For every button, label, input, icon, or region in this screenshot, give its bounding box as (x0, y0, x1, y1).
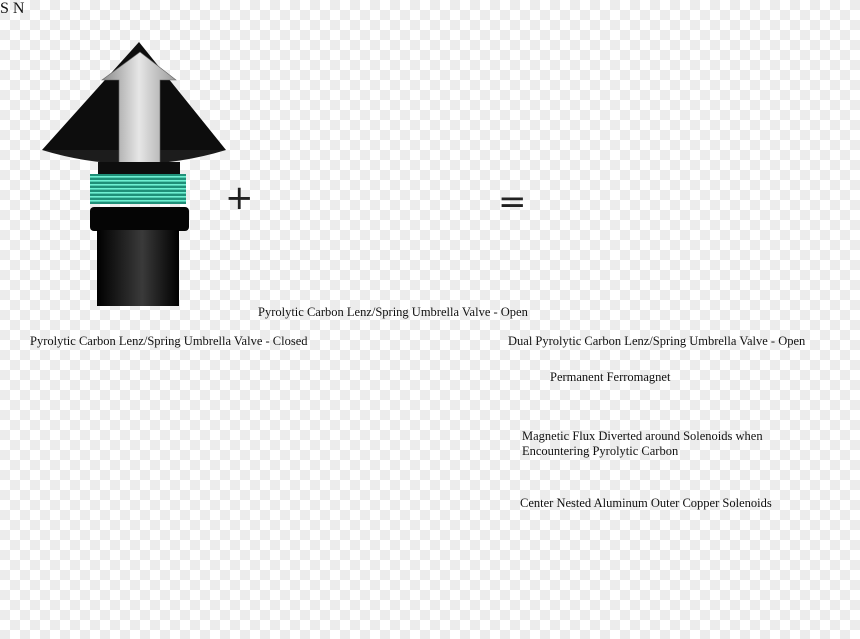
dual-valve-open-label: Dual Pyrolytic Carbon Lenz/Spring Umbrel… (508, 334, 806, 348)
flux-field-left: S N (0, 0, 24, 17)
solenoids-label: Center Nested Aluminum Outer Copper Sole… (520, 496, 772, 510)
permanent-ferromagnet-label: Permanent Ferromagnet (550, 370, 671, 384)
plus-symbol: + (225, 178, 254, 218)
spring-coil (90, 174, 186, 204)
pole-north-label: N (12, 0, 25, 17)
valve-closed-label: Pyrolytic Carbon Lenz/Spring Umbrella Va… (30, 334, 308, 348)
magnet-cylinder-illustration: S N (0, 0, 24, 17)
pole-south-label: S (0, 0, 9, 17)
flux-field-right: S N (0, 0, 24, 17)
valve-open-label: Pyrolytic Carbon Lenz/Spring Umbrella Va… (258, 305, 528, 319)
valve-closed-illustration (42, 42, 226, 306)
magnetic-flux-label: Magnetic Flux Diverted around Solenoids … (522, 429, 763, 458)
equals-symbol: = (498, 182, 527, 222)
